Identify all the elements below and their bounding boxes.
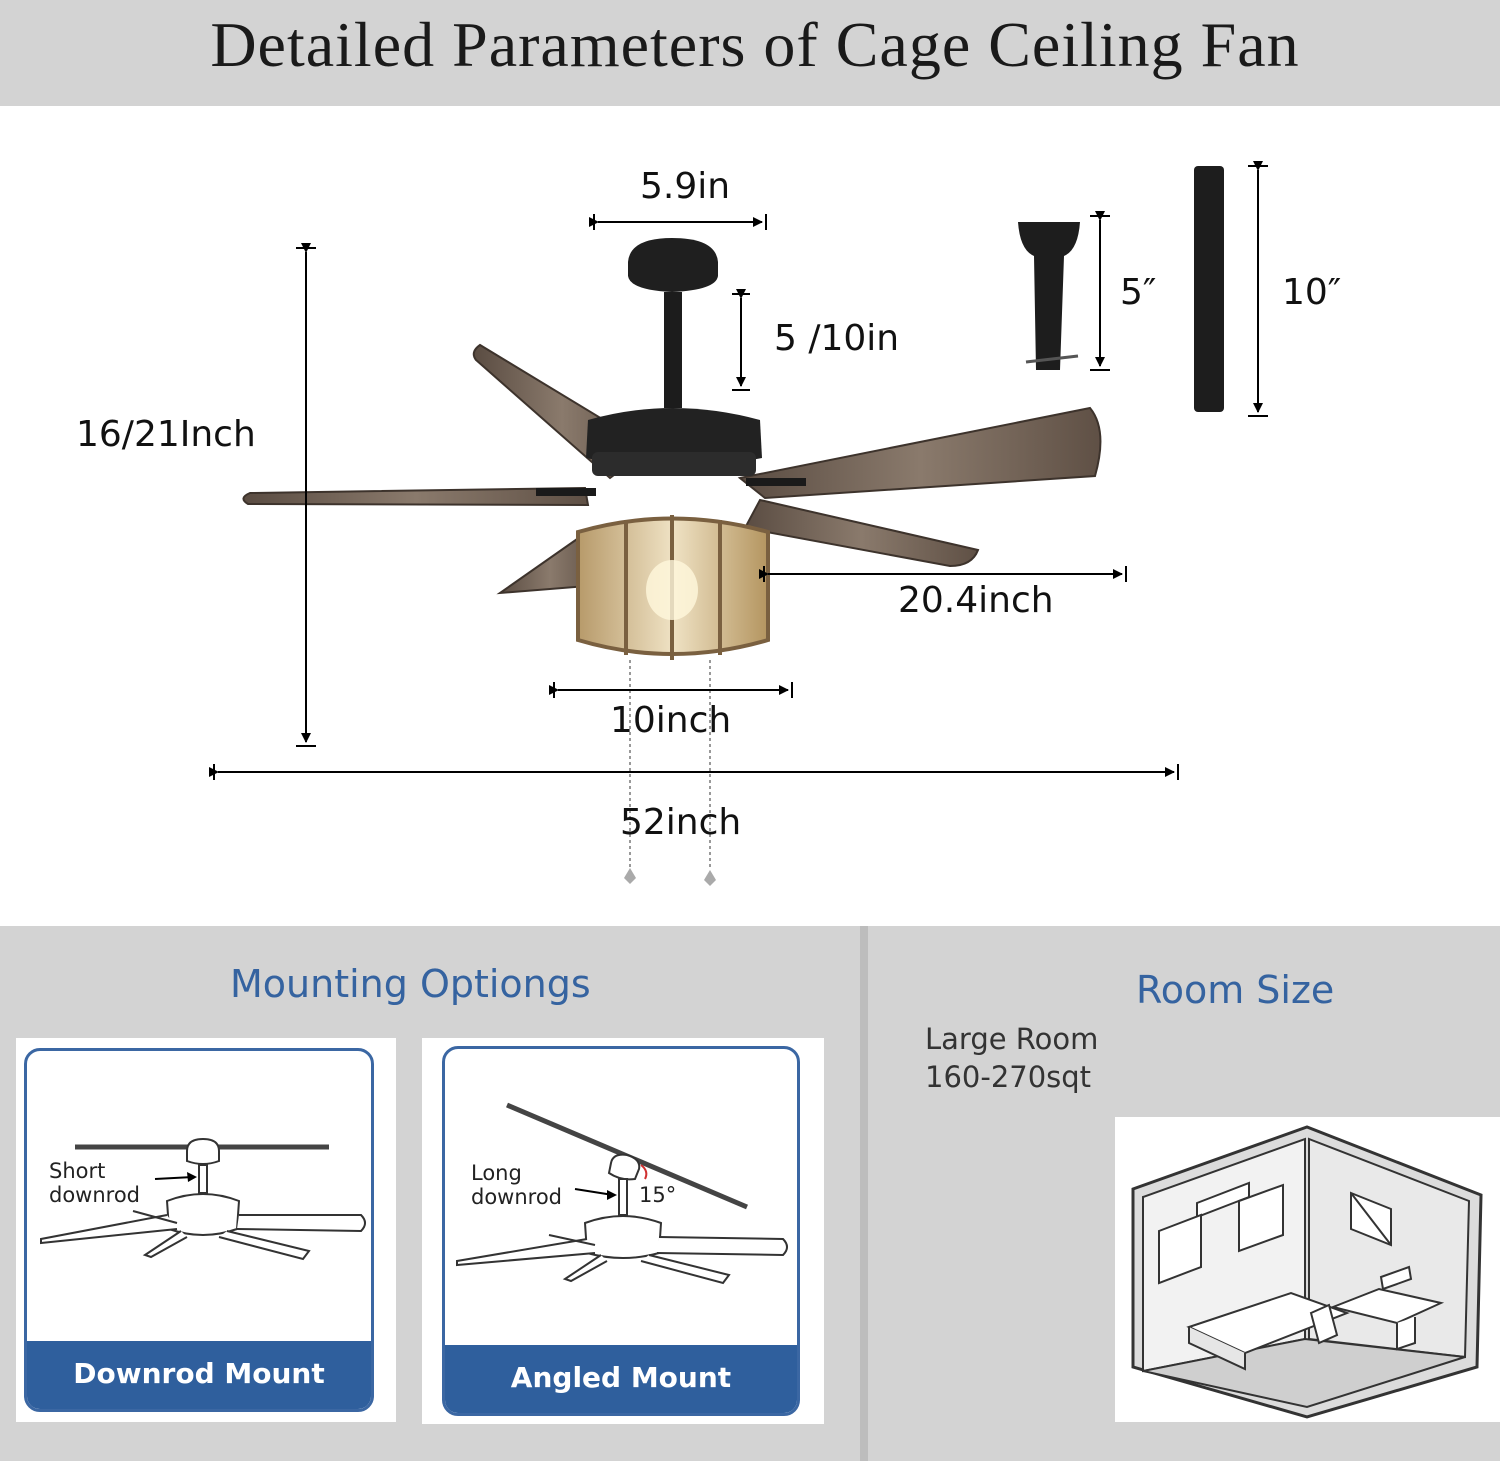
short-downrod-label-2: downrod	[49, 1183, 141, 1207]
blade-length-label: 20.4inch	[898, 580, 1054, 621]
room-illustration	[1131, 1125, 1483, 1419]
short-rod-label: 5″	[1120, 272, 1157, 313]
short-downrod-label-1: Short	[49, 1159, 106, 1183]
blade-span-label: 52inch	[620, 802, 742, 843]
short-downrod	[1018, 222, 1080, 370]
fan-canopy	[628, 238, 718, 292]
fan-blade	[242, 486, 590, 507]
downrod-mount-card: Short downrod Downrod Mount	[24, 1048, 374, 1412]
long-downrod-label-1: Long	[471, 1161, 522, 1185]
room-size-line-2: 160-270sqt	[925, 1060, 1092, 1094]
canopy-width-label: 5.9in	[640, 166, 731, 207]
mounting-heading: Mounting Optiongs	[230, 962, 591, 1006]
title-bar	[0, 0, 1500, 106]
fan-illustration	[209, 161, 1268, 886]
long-downrod-label-2: downrod	[471, 1185, 563, 1209]
fan-blade	[737, 406, 1102, 500]
long-rod-label: 10″	[1282, 272, 1342, 313]
page-title: Detailed Parameters of Cage Ceiling Fan	[210, 9, 1300, 80]
long-downrod	[1194, 166, 1224, 412]
downrod-mount-diagram	[40, 1137, 366, 1261]
angled-mount-frame: Long downrod 15° Angled Mount	[422, 1038, 824, 1424]
downrod-mount-footer: Downrod Mount	[27, 1341, 371, 1409]
overall-height-label: 16/21Inch	[76, 414, 256, 455]
angled-mount-card: Long downrod 15° Angled Mount	[442, 1046, 800, 1416]
downrod-length-label: 5 /10in	[774, 318, 900, 359]
cage-width-label: 10inch	[610, 700, 732, 741]
angled-mount-footer: Angled Mount	[445, 1345, 797, 1413]
angled-mount-diagram	[456, 1102, 788, 1285]
angle-label: 15°	[639, 1183, 677, 1207]
downrod-mount-frame: Short downrod Downrod Mount	[16, 1038, 396, 1422]
fan-downrod	[664, 292, 682, 408]
room-illustration-frame	[1115, 1117, 1500, 1422]
fan-blade	[743, 498, 980, 568]
room-size-line-1: Large Room	[925, 1022, 1099, 1056]
panel-divider	[860, 926, 868, 1461]
room-size-heading: Room Size	[1136, 968, 1335, 1012]
